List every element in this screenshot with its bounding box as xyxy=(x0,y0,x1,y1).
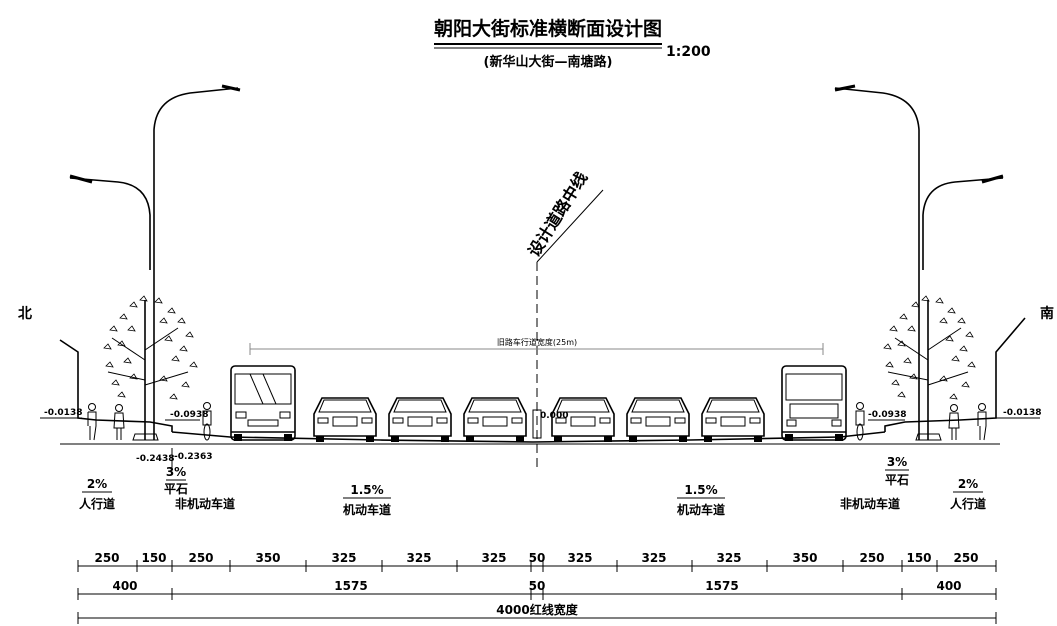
dim-r1-3: 350 xyxy=(255,551,280,565)
elev-left-b: -0.2363 xyxy=(174,452,212,462)
dim-r1-2: 250 xyxy=(188,551,213,565)
left-bus xyxy=(230,365,296,441)
car-2 xyxy=(388,397,452,442)
drawing-scale: 1:200 xyxy=(666,44,711,60)
right-bus xyxy=(781,365,847,441)
dim-total: 4000红线宽度 xyxy=(496,602,578,617)
old-width-label: 旧路车行道宽度(25m) xyxy=(497,337,577,347)
right-streetlamp xyxy=(834,84,1004,440)
dim-r2-3: 1575 xyxy=(705,579,738,593)
left-elevations: -0.0138 -0.0938 -0.2438 -0.2363 xyxy=(40,408,212,470)
lane-labels: 2% 人行道 3% 平石 非机动车道 1.5% 机动车道 1.5% 机动车道 3… xyxy=(79,455,986,517)
dim-r1-7: 50 xyxy=(529,551,546,565)
car-5 xyxy=(626,397,690,442)
dim-r1-14: 250 xyxy=(953,551,978,565)
car-3 xyxy=(463,397,527,442)
left-pedestrians xyxy=(87,403,125,441)
dim-r2-0: 400 xyxy=(112,579,137,593)
elev-right-outer: -0.0138 xyxy=(1003,408,1041,418)
right-ped-label: 人行道 xyxy=(950,496,986,511)
left-tree xyxy=(103,295,198,441)
right-motor-slope: 1.5% xyxy=(684,483,717,497)
right-ped-slope: 2% xyxy=(958,477,978,491)
right-pedestrians xyxy=(948,403,987,441)
design-centerline: 设计道路中线 0.000 xyxy=(524,169,604,470)
elev-left-outer: -0.0138 xyxy=(44,408,82,418)
left-streetlamp xyxy=(69,84,241,440)
left-stone-label: 平石 xyxy=(164,482,188,496)
left-stone-slope: 3% xyxy=(166,465,186,479)
dim-r2-2: 50 xyxy=(529,579,546,593)
elev-center: 0.000 xyxy=(540,411,568,421)
north-label: 北 xyxy=(18,306,32,322)
right-stone-label: 平石 xyxy=(885,473,909,487)
car-6 xyxy=(701,397,765,442)
drawing-subtitle: (新华山大街—南塘路) xyxy=(484,54,613,70)
dim-r1-5: 325 xyxy=(406,551,431,565)
dim-r1-0: 250 xyxy=(94,551,119,565)
right-motor-label: 机动车道 xyxy=(677,502,725,517)
dim-r1-12: 250 xyxy=(859,551,884,565)
right-elevations: -0.0938 -0.0138 xyxy=(868,408,1041,421)
old-width-dimension: 旧路车行道宽度(25m) xyxy=(249,337,824,355)
left-ped-label: 人行道 xyxy=(79,496,115,511)
left-cyclist xyxy=(202,402,212,441)
right-nonmotor-label: 非机动车道 xyxy=(840,496,900,511)
dim-r1-9: 325 xyxy=(641,551,666,565)
dim-r1-11: 350 xyxy=(792,551,817,565)
right-stone-slope: 3% xyxy=(887,455,907,469)
left-ped-slope: 2% xyxy=(87,477,107,491)
left-motor-slope: 1.5% xyxy=(350,483,383,497)
dim-r1-13: 150 xyxy=(906,551,931,565)
car-1 xyxy=(313,397,377,442)
left-motor-label: 机动车道 xyxy=(343,502,391,517)
elev-left-curb: -0.0938 xyxy=(170,410,208,420)
dimension-total: 4000红线宽度 xyxy=(77,602,997,624)
drawing-title: 朝阳大街标准横断面设计图 xyxy=(434,17,662,40)
dim-r1-1: 150 xyxy=(141,551,166,565)
dim-r1-4: 325 xyxy=(331,551,356,565)
dimension-row-2: 400 1575 50 1575 400 xyxy=(77,579,997,600)
right-cyclist xyxy=(855,402,865,441)
dim-r2-1: 1575 xyxy=(334,579,367,593)
left-nonmotor-label: 非机动车道 xyxy=(175,496,235,511)
right-tree xyxy=(883,295,976,441)
elev-left-a: -0.2438 xyxy=(136,454,174,464)
median xyxy=(532,409,542,439)
car-4 xyxy=(551,397,615,442)
elev-right-curb: -0.0938 xyxy=(868,410,906,420)
dimension-row-1: 250 150 250 350 325 325 325 50 325 325 3… xyxy=(77,551,997,572)
south-label: 南 xyxy=(1040,305,1054,322)
dim-r1-8: 325 xyxy=(567,551,592,565)
dim-r2-4: 400 xyxy=(936,579,961,593)
dim-r1-10: 325 xyxy=(716,551,741,565)
dim-r1-6: 325 xyxy=(481,551,506,565)
